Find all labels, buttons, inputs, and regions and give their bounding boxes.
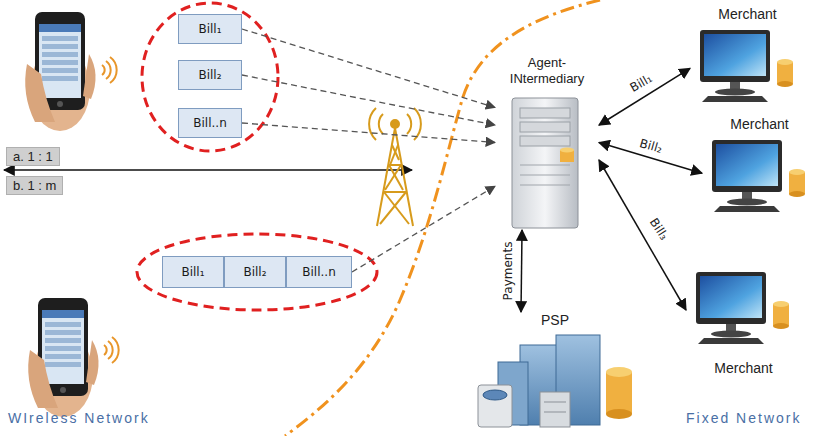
node-text: Merchant <box>716 6 778 22</box>
node-text: Merchant <box>728 116 790 132</box>
bill-box: Bill₂ <box>224 256 286 288</box>
server-tower <box>512 98 578 228</box>
merchant-node: Merchant <box>690 6 805 110</box>
bill-box: Bill₂ <box>178 60 242 90</box>
merchant-computer <box>712 140 805 212</box>
node-text: Bill₁ <box>181 265 204 279</box>
group-ellipse <box>137 234 377 310</box>
bill-box: Bill..n <box>286 256 352 288</box>
node-text: Merchant <box>712 360 774 376</box>
psp-node: PSP <box>470 312 640 430</box>
bill-box: Bill₁ <box>162 256 224 288</box>
signal-waves <box>104 337 119 363</box>
mobile-phone <box>25 12 95 131</box>
node-text: Bill..n <box>302 265 335 279</box>
mode-arrow <box>4 169 412 171</box>
connector-arrow <box>599 68 690 125</box>
node-text: Agent- INtermediary <box>499 55 595 86</box>
mode-label: b. 1 : m <box>6 176 63 195</box>
merchant-node: Merchant <box>686 266 801 376</box>
node-text: PSP <box>541 312 569 328</box>
network-boundary <box>285 0 600 436</box>
edge-label: Bill₃ <box>645 214 671 244</box>
network-label: Fixed Network <box>686 410 801 426</box>
connector-arrow <box>521 230 522 312</box>
mobile-phone <box>28 298 98 417</box>
bill-box: Bill₁ <box>178 14 242 44</box>
dashed-arrow <box>242 123 495 143</box>
node-text: Bill₂ <box>198 68 221 82</box>
dashed-arrow <box>242 75 495 125</box>
network-label: WIreless Network <box>8 410 150 426</box>
psp-buildings <box>478 335 632 427</box>
connector-arrow <box>599 160 686 310</box>
node-text: Bill₂ <box>243 265 266 279</box>
signal-waves <box>102 57 117 83</box>
edge-label: Bill₂ <box>636 135 666 156</box>
dashed-arrow <box>242 29 495 108</box>
bill-box: Bill..n <box>178 108 242 138</box>
merchant-computer <box>700 30 793 102</box>
edge-label: Bill₁ <box>625 70 655 96</box>
merchant-computer <box>696 272 789 344</box>
node-text: Bill₁ <box>198 22 221 36</box>
merchant-node: Merchant <box>702 116 817 220</box>
group-ellipse <box>142 3 278 151</box>
dashed-arrow <box>352 186 495 272</box>
antenna-tower <box>369 108 421 226</box>
edge-label: Payments <box>501 240 515 303</box>
agent-server: Agent- INtermediary <box>495 55 599 230</box>
node-text: Bill..n <box>193 116 226 130</box>
mode-label: a. 1 : 1 <box>6 147 60 166</box>
